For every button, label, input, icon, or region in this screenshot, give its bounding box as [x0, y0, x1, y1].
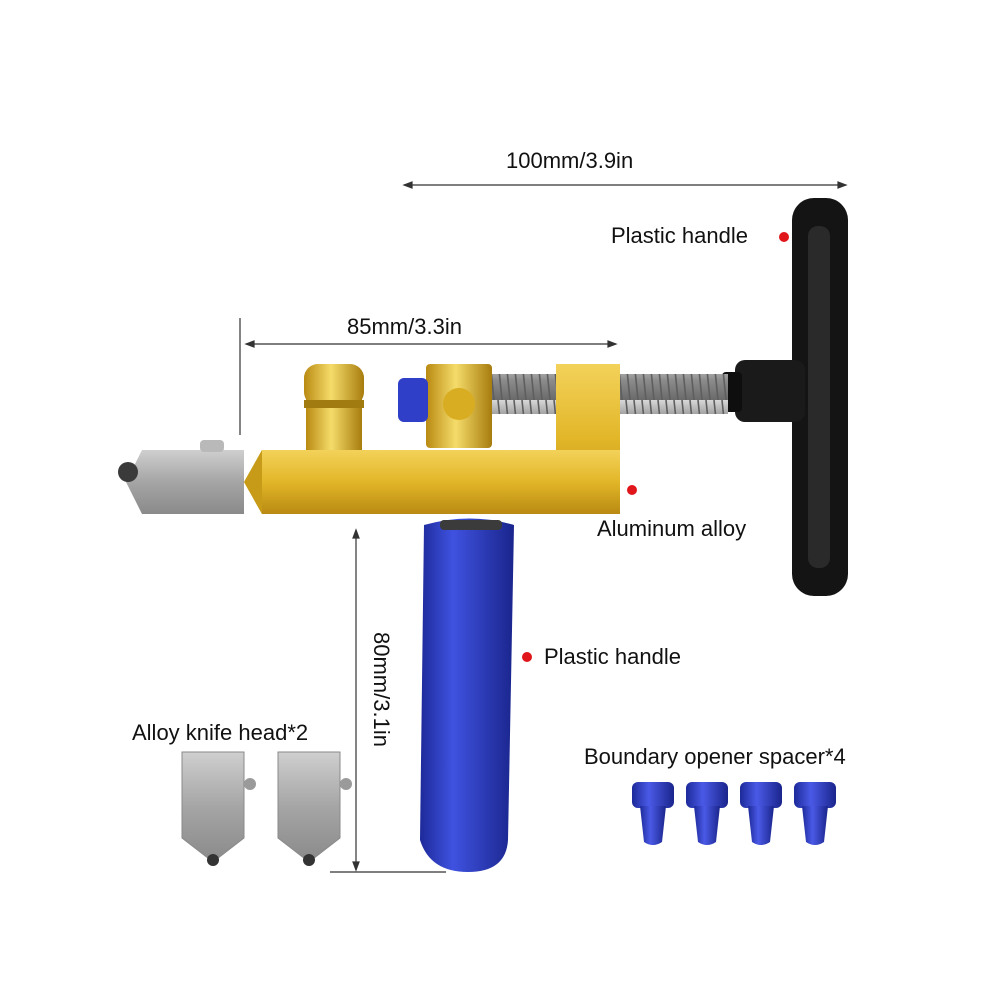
top-handle-callout-dot — [779, 232, 789, 242]
spacers-label: Boundary opener spacer*4 — [584, 744, 846, 769]
dimension-line-overall — [402, 181, 848, 189]
knife-head-1 — [181, 751, 256, 866]
spacer-2 — [686, 782, 728, 845]
spacer-1 — [632, 782, 674, 845]
cutting-head — [118, 440, 244, 514]
body-callout-dot — [627, 485, 637, 495]
body-material-callout: Aluminum alloy — [597, 516, 747, 541]
dimension-line-handle — [330, 528, 446, 873]
overall-length-label: 100mm/3.9in — [506, 148, 634, 173]
body-length-label: 85mm/3.3in — [347, 314, 462, 339]
top-handle-callout: Plastic handle — [611, 223, 748, 248]
knife-head-2 — [277, 751, 352, 866]
black-t-handle — [722, 198, 848, 596]
grip-handle-callout-dot — [522, 652, 532, 662]
blue-grip-handle — [420, 518, 514, 872]
dimension-line-body — [239, 318, 618, 435]
aluminum-body — [244, 364, 620, 514]
spacer-3 — [740, 782, 782, 845]
handle-length-label: 80mm/3.1in — [369, 632, 394, 747]
grip-handle-callout: Plastic handle — [544, 644, 681, 669]
knife-heads-label: Alloy knife head*2 — [132, 720, 309, 745]
spacer-4 — [794, 782, 836, 845]
